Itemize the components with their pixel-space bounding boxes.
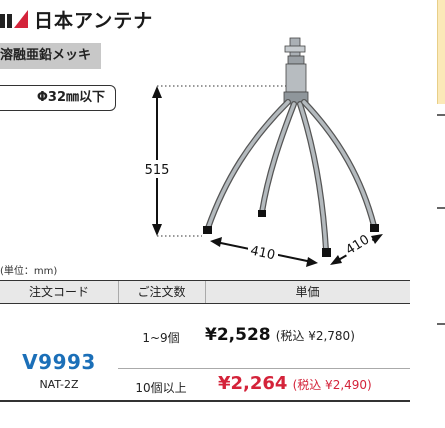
column-divider xyxy=(205,281,206,303)
row1-price: ¥2,528 (税込 ¥2,780) xyxy=(205,325,355,345)
side-tab xyxy=(437,0,445,104)
finish-label: 溶融亜鉛メッキ xyxy=(0,43,102,69)
width-dimension-label: 410 xyxy=(249,244,276,264)
row2-tax-note: (税込 ¥2,490) xyxy=(292,378,372,392)
row2-price-value: ¥2,264 xyxy=(218,373,288,394)
row-divider xyxy=(118,368,410,369)
row1-tax-note: (税込 ¥2,780) xyxy=(275,329,355,343)
model-code: V9993 xyxy=(22,350,96,374)
table-header-row: 注文コード ご注文数 単価 xyxy=(0,280,410,304)
row1-quantity: 1~9個 xyxy=(142,331,180,345)
tripod-drawing: 515 410 410 xyxy=(142,37,383,267)
header-unit-price: 単価 xyxy=(295,285,320,299)
diameter-spec-box: Φ32㎜以下 xyxy=(0,85,116,111)
side-rule xyxy=(437,114,445,116)
height-dimension-label: 515 xyxy=(145,163,170,178)
unit-note: (単位：mm) xyxy=(0,266,58,277)
table-bottom-rule xyxy=(0,400,410,402)
brand-name: 日本アンテナ xyxy=(34,10,154,32)
row2-price: ¥2,264 (税込 ¥2,490) xyxy=(218,373,372,394)
side-rule xyxy=(437,323,445,325)
model-subcode: NAT-2Z xyxy=(39,378,79,391)
row1-price-value: ¥2,528 xyxy=(205,325,271,345)
column-divider xyxy=(118,281,119,303)
side-rule xyxy=(437,207,445,209)
header-quantity: ご注文数 xyxy=(137,285,186,299)
row2-quantity: 10個以上 xyxy=(135,381,187,395)
header-order-code: 注文コード xyxy=(28,285,89,299)
price-table: 注文コード ご注文数 単価 V9993 NAT-2Z 1~9個 ¥2,528 (… xyxy=(0,280,410,400)
brand-logo-icon xyxy=(0,10,28,28)
